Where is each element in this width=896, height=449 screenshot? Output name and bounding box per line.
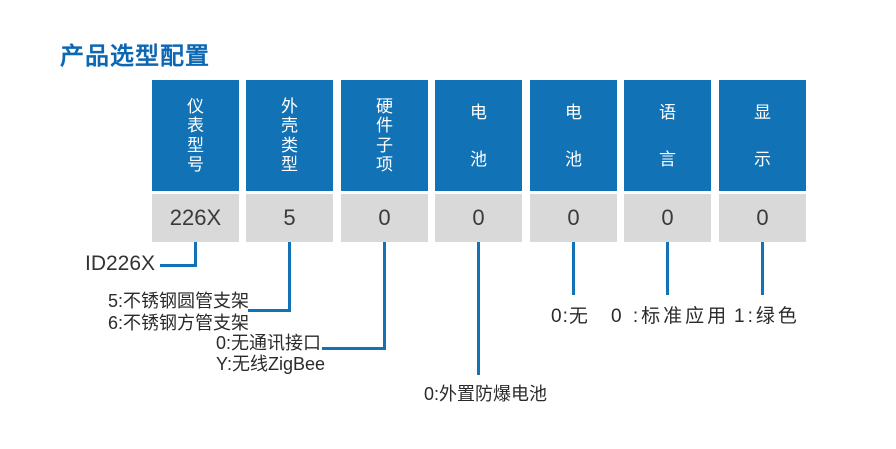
column-instrument-model: 仪表型号 226X <box>152 80 239 242</box>
column-battery-1: 电池 0 <box>435 80 522 242</box>
column-battery-2: 电池 0 <box>530 80 617 242</box>
connector-line-housing-type-v <box>288 242 291 312</box>
column-value-language: 0 <box>624 194 711 242</box>
connector-line-battery-2-v <box>572 242 575 295</box>
note-display: 1:绿色 <box>734 306 800 327</box>
connector-line-hardware-subitem-v <box>383 242 386 350</box>
note-language: 0 :标准应用 <box>611 306 730 327</box>
page-title: 产品选型配置 <box>60 43 210 70</box>
column-language: 语言 0 <box>624 80 711 242</box>
column-housing-type: 外壳类型 5 <box>246 80 333 242</box>
note-hardware-subitem-line1: 0:无通讯接口 <box>216 333 322 353</box>
connector-line-instrument-model-h <box>160 264 197 267</box>
note-battery-2: 0:无 <box>551 306 589 327</box>
column-value-battery-2: 0 <box>530 194 617 242</box>
connector-line-instrument-model-v <box>194 242 197 267</box>
note-housing-type-line2: 6:不锈钢方管支架 <box>108 312 250 333</box>
column-value-instrument-model: 226X <box>152 194 239 242</box>
column-header-language: 语言 <box>624 80 711 191</box>
column-header-battery-1: 电池 <box>435 80 522 191</box>
column-header-battery-2: 电池 <box>530 80 617 191</box>
connector-line-battery-1-v <box>477 242 480 375</box>
note-housing-type: 5:不锈钢圆管支架 6:不锈钢方管支架 <box>108 291 249 334</box>
column-display: 显示 0 <box>719 80 806 242</box>
column-header-instrument-model: 仪表型号 <box>152 80 239 191</box>
column-value-battery-1: 0 <box>435 194 522 242</box>
column-value-housing-type: 5 <box>246 194 333 242</box>
note-instrument-model: ID226X <box>85 252 156 275</box>
note-hardware-subitem: 0:无通讯接口 Y:无线ZigBee <box>216 333 325 374</box>
column-header-housing-type: 外壳类型 <box>246 80 333 191</box>
column-hardware-subitem: 硬件子项 0 <box>341 80 428 242</box>
note-hardware-subitem-line2: Y:无线ZigBee <box>216 353 326 374</box>
column-header-hardware-subitem: 硬件子项 <box>341 80 428 191</box>
note-battery-1: 0:外置防爆电池 <box>424 384 548 404</box>
connector-line-hardware-subitem-h <box>322 347 386 350</box>
connector-line-display-v <box>761 242 764 295</box>
note-housing-type-line1: 5:不锈钢圆管支架 <box>108 291 250 311</box>
column-value-display: 0 <box>719 194 806 242</box>
connector-line-housing-type-h <box>248 309 291 312</box>
column-value-hardware-subitem: 0 <box>341 194 428 242</box>
connector-line-language-v <box>666 242 669 295</box>
column-header-display: 显示 <box>719 80 806 191</box>
